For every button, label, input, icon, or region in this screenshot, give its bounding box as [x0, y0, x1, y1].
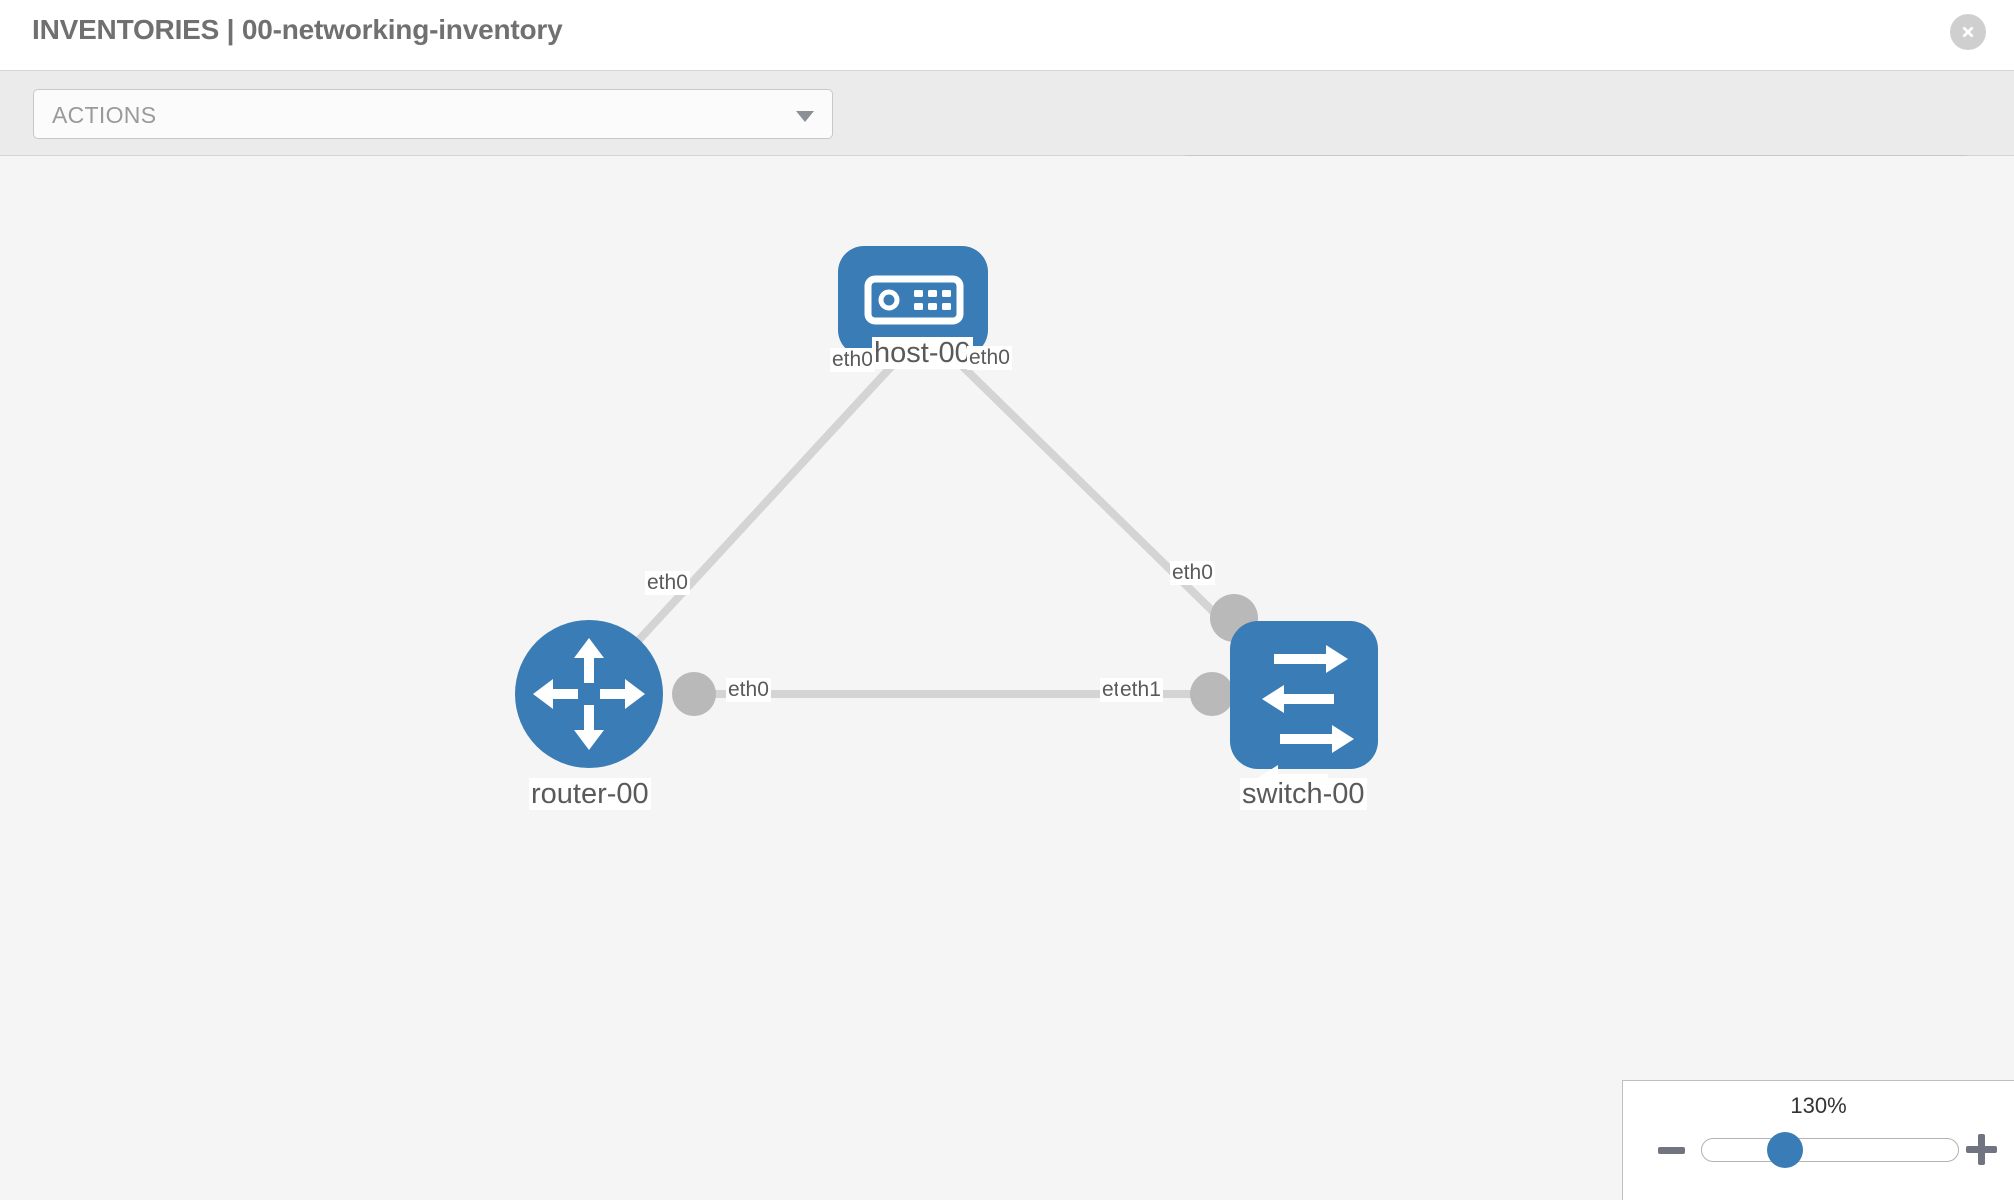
node-label-switch-00: switch-00 — [1240, 778, 1367, 811]
page-title: INVENTORIES | 00-networking-inventory — [32, 14, 563, 45]
topology-edges — [586, 353, 1241, 698]
edge-label-switch-up-iface: eth0 — [1170, 561, 1215, 586]
close-icon[interactable] — [1950, 14, 1986, 50]
zoom-slider-track[interactable] — [1701, 1138, 1959, 1162]
edge-label-router-up-iface: eth0 — [645, 571, 690, 596]
zoom-percent-label: 130% — [1790, 1093, 1847, 1118]
topology-node-switch-00 — [1230, 621, 1378, 793]
topology-node-host-00 — [838, 246, 988, 356]
zoom-slider-handle[interactable] — [1767, 1132, 1803, 1168]
actions-dropdown-label: ACTIONS — [52, 102, 157, 128]
zoom-in-button[interactable] — [1966, 1134, 1997, 1165]
node-label-host-00: host-00 — [872, 337, 973, 370]
page-header: INVENTORIES | 00-networking-inventory — [0, 0, 2014, 70]
zoom-control-panel: 130% — [1622, 1080, 2014, 1200]
node-label-router-00: router-00 — [529, 778, 651, 811]
zoom-out-button[interactable] — [1658, 1147, 1685, 1154]
toolbar: ACTIONS SEARCH — [0, 70, 2014, 207]
topology-node-router-00 — [515, 620, 663, 768]
edge-label-host-right-iface: eth0 — [967, 346, 1012, 371]
edge-label-host-left-iface: eth0 — [830, 348, 875, 373]
topology-canvas[interactable]: eth0 host-00 eth0 eth0 eth0 eth0 eth eth… — [0, 156, 2014, 1200]
actions-dropdown[interactable]: ACTIONS — [33, 89, 833, 139]
chevron-down-icon — [796, 111, 814, 122]
topology-connectors — [672, 322, 1258, 716]
edge-label-switch-left-iface: eth1 — [1118, 678, 1163, 703]
edge-label-router-right-iface: eth0 — [726, 678, 771, 703]
